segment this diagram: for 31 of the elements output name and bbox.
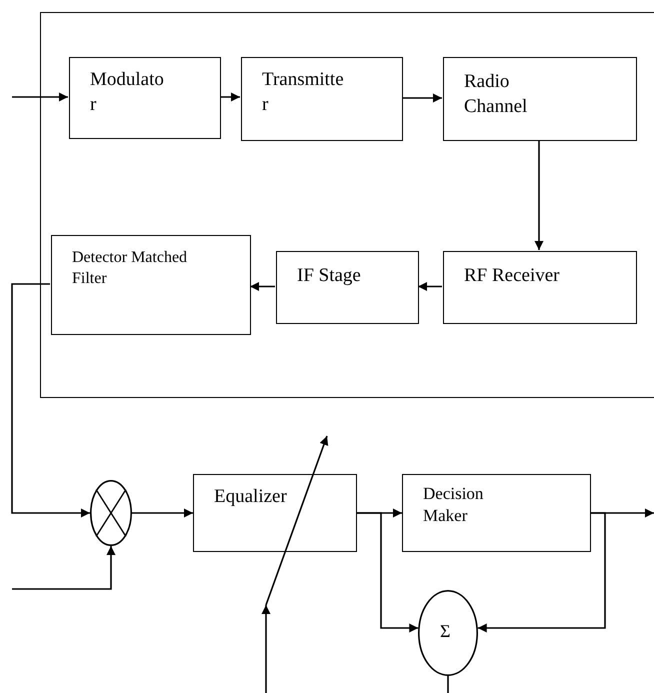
arrow — [402, 94, 442, 102]
block-label: Detector Matched Filter — [72, 248, 188, 289]
process-box — [276, 251, 419, 324]
multiplier-circle — [90, 480, 132, 546]
arrow — [220, 92, 240, 102]
summing-junction — [418, 590, 478, 676]
arrow — [132, 508, 193, 518]
block-label: Σ — [440, 620, 452, 643]
process-box — [443, 57, 637, 141]
block-label: IF Stage — [297, 264, 362, 288]
block-label: Modulato r — [90, 68, 165, 117]
process-box — [402, 474, 591, 552]
system-boundary-box — [40, 12, 654, 398]
arrow — [418, 282, 442, 291]
process-box — [69, 57, 221, 139]
process-box — [443, 251, 637, 324]
process-box — [241, 57, 403, 141]
arrow — [478, 512, 606, 632]
arrow — [357, 512, 418, 632]
block-label: Equalizer — [214, 485, 288, 509]
block-label: Radio Channel — [464, 70, 528, 119]
block-label: Decision Maker — [423, 483, 484, 528]
process-box — [51, 235, 251, 335]
block-label: Transmitte r — [262, 68, 345, 117]
arrow — [12, 546, 116, 590]
arrow — [11, 283, 90, 518]
arrow — [250, 282, 275, 291]
process-box — [193, 474, 357, 552]
arrow — [12, 92, 68, 102]
arrow — [534, 140, 544, 250]
block-label: RF Receiver — [464, 264, 561, 288]
